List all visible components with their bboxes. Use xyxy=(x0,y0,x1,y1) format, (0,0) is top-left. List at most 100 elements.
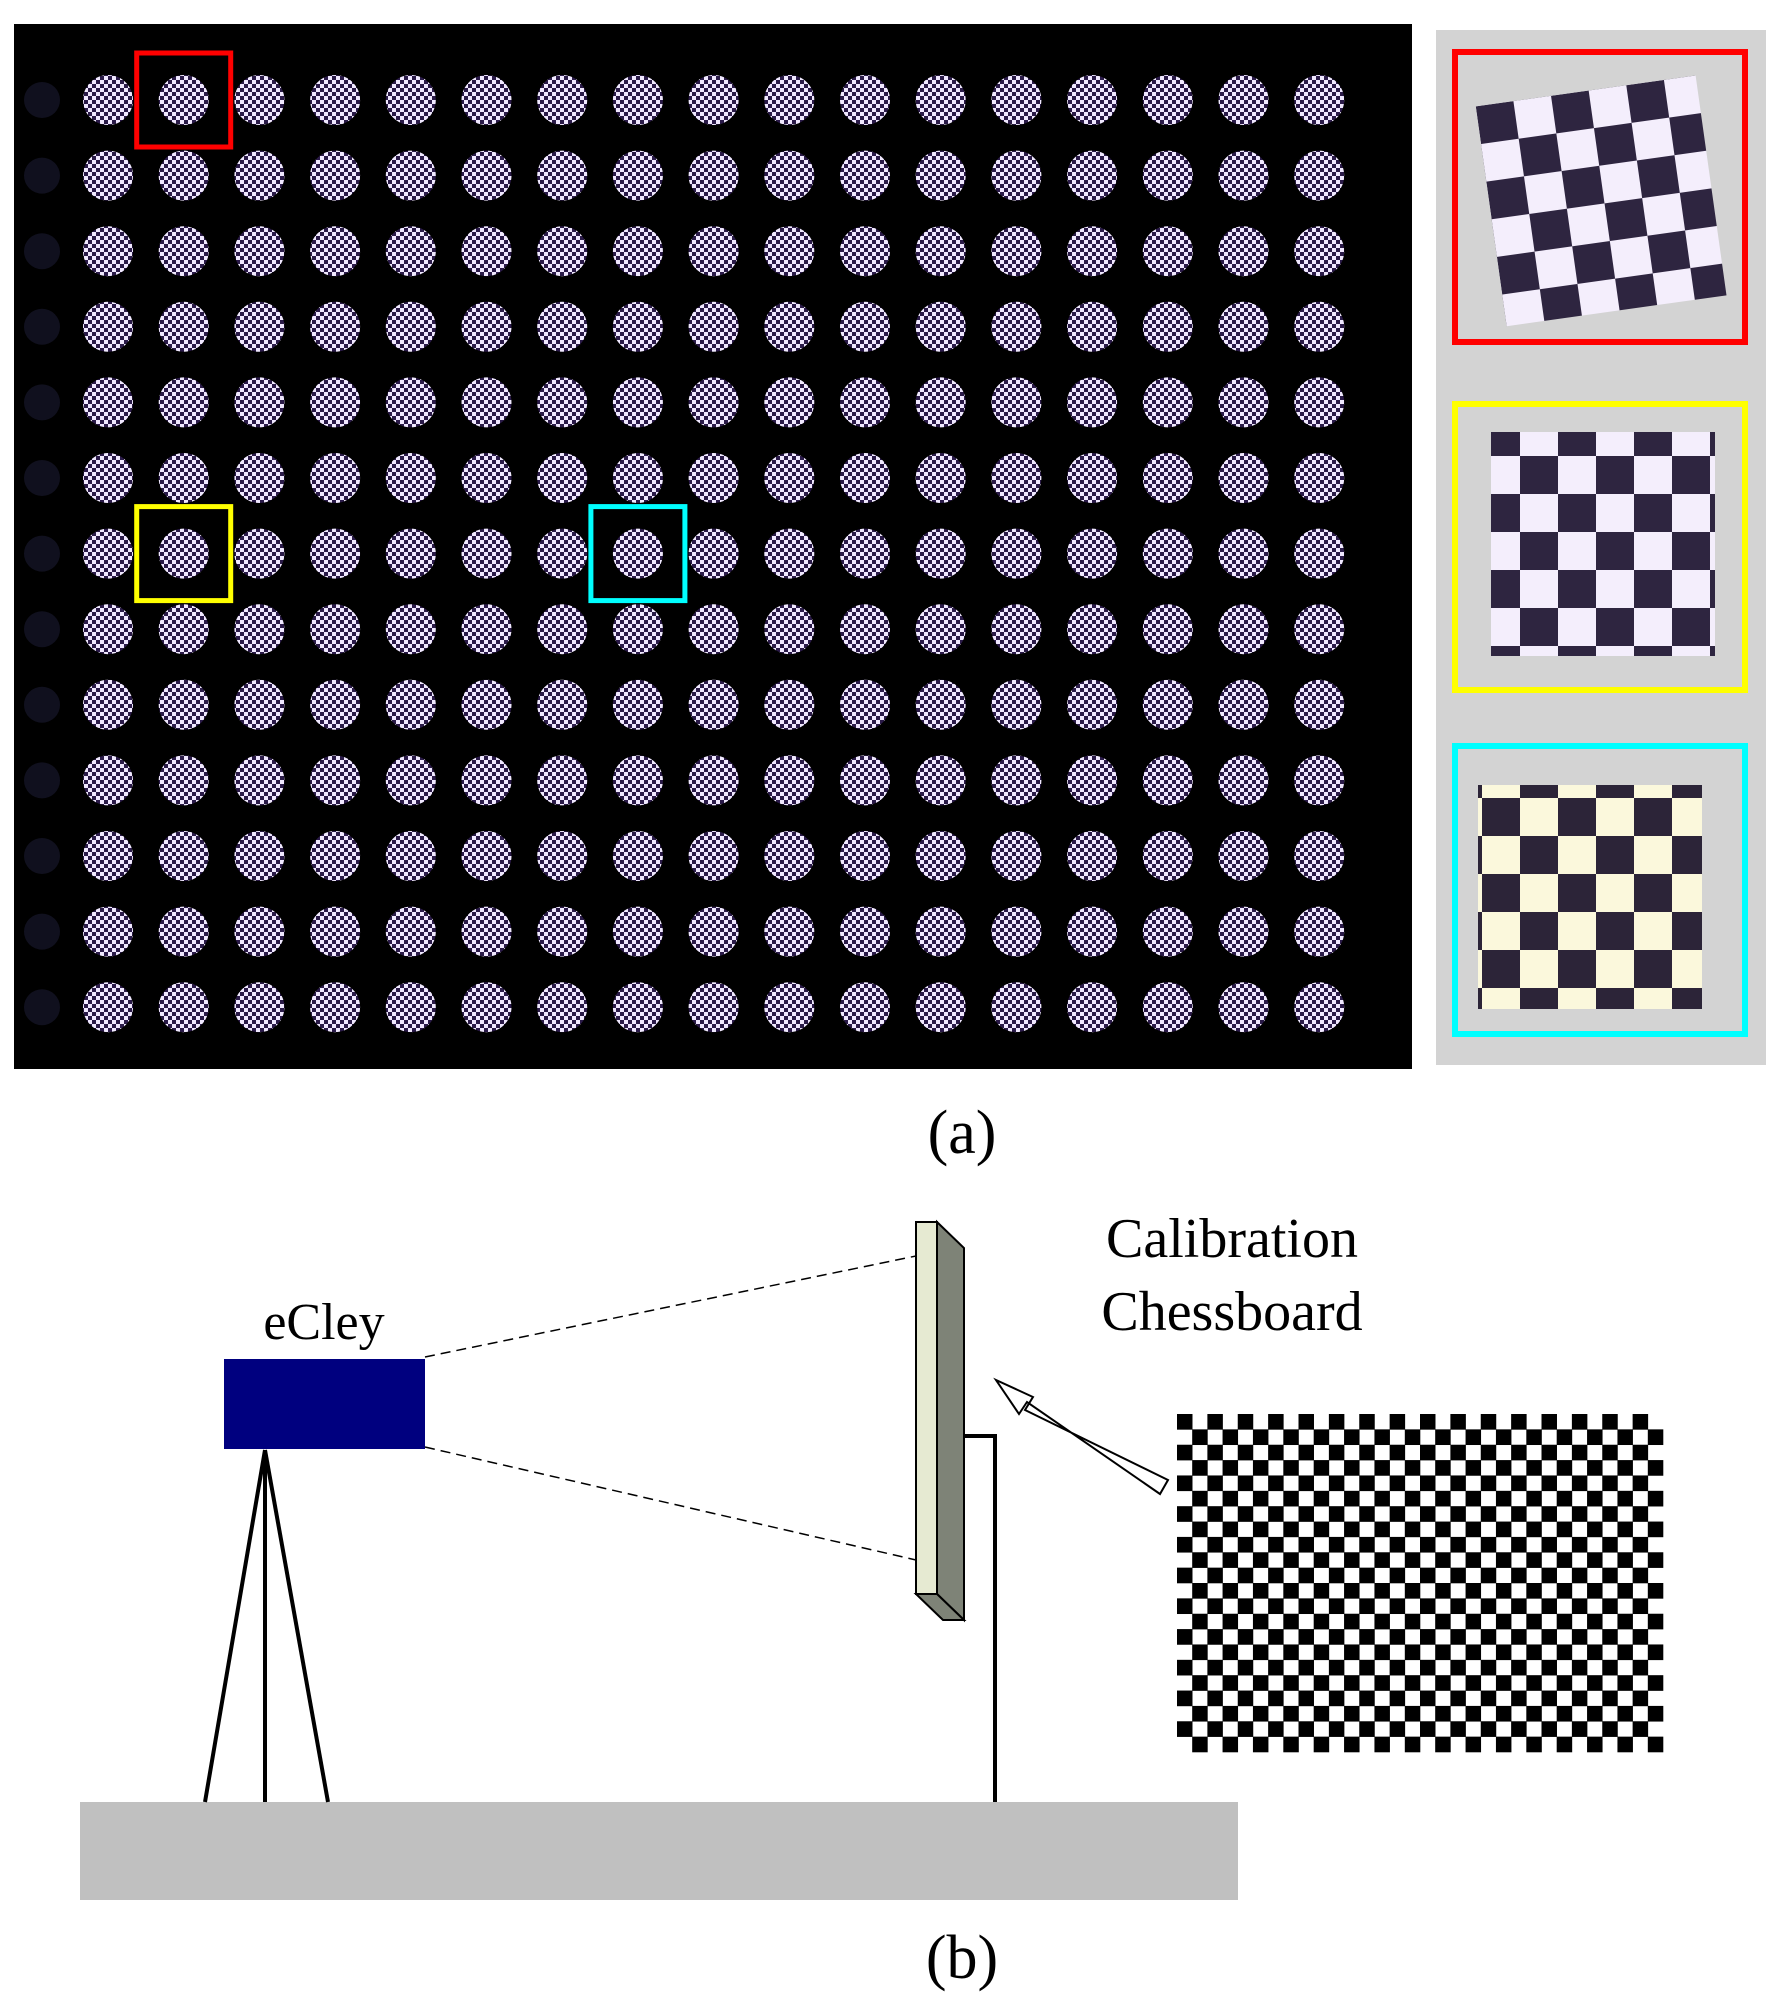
lenslet xyxy=(385,377,436,428)
chessboard-square xyxy=(1435,1736,1451,1753)
lenslet xyxy=(461,301,512,352)
lenslet xyxy=(537,831,588,881)
chessboard-square xyxy=(1374,1613,1390,1630)
lenslet xyxy=(1067,377,1118,428)
chessboard-square xyxy=(1526,1521,1542,1538)
lenslet xyxy=(688,831,739,881)
chessboard-square xyxy=(1420,1414,1436,1430)
lenslet xyxy=(612,679,663,730)
chessboard-square xyxy=(1222,1583,1239,1599)
lenslet xyxy=(1142,982,1193,1033)
chessboard-square xyxy=(1207,1659,1223,1676)
chessboard-square xyxy=(1192,1521,1208,1538)
lenslet xyxy=(385,528,436,579)
lenslet xyxy=(1067,604,1118,655)
lenslet xyxy=(234,377,285,428)
lenslet xyxy=(764,906,815,957)
chessboard-square xyxy=(1617,1490,1633,1507)
chessboard-square xyxy=(1207,1414,1223,1430)
chessboard-square xyxy=(1344,1552,1360,1568)
lenslet xyxy=(234,75,285,125)
chessboard-square xyxy=(1192,1583,1208,1599)
lenslet xyxy=(1142,755,1193,806)
lenslet xyxy=(991,906,1042,957)
chessboard-square xyxy=(1495,1583,1512,1599)
lenslet xyxy=(840,831,890,881)
chessboard-square xyxy=(1647,1521,1664,1538)
chessboard-square xyxy=(1526,1736,1542,1753)
chessboard-square xyxy=(1283,1521,1299,1538)
lenslet xyxy=(612,604,663,655)
chessboard-square xyxy=(1556,1552,1573,1568)
chessboard-square xyxy=(1252,1521,1269,1538)
lenslet xyxy=(158,226,209,277)
lenslet xyxy=(310,301,361,352)
lenslet xyxy=(1294,75,1345,125)
chessboard-square xyxy=(1268,1475,1284,1492)
chessboard-square xyxy=(1647,1552,1664,1568)
lenslet xyxy=(537,906,588,957)
lenslet-edge xyxy=(24,838,60,874)
chessboard-square xyxy=(1435,1521,1451,1538)
lenslet xyxy=(840,226,890,277)
lenslet xyxy=(1142,679,1193,730)
lenslet xyxy=(991,453,1042,503)
lenslet-edge xyxy=(24,611,60,648)
chessboard-square xyxy=(1389,1721,1406,1737)
caption-a: (a) xyxy=(928,1099,997,1167)
chessboard-square xyxy=(1404,1552,1421,1568)
chessboard-square xyxy=(1526,1552,1542,1568)
chessboard-square xyxy=(1313,1675,1330,1691)
chessboard-square xyxy=(1647,1429,1664,1446)
lenslet xyxy=(764,755,815,806)
chessboard-square xyxy=(1420,1444,1436,1461)
lenslet xyxy=(234,755,285,806)
lenslet xyxy=(1067,906,1118,957)
chessboard-square xyxy=(1617,1583,1633,1599)
chessboard-square xyxy=(1328,1659,1345,1676)
chessboard-square xyxy=(1480,1414,1497,1430)
lenslet xyxy=(688,301,739,352)
chessboard-square xyxy=(1313,1583,1330,1599)
chessboard-square xyxy=(1511,1659,1527,1676)
chessboard-square xyxy=(1587,1429,1603,1446)
chessboard-square xyxy=(1192,1460,1208,1476)
chessboard-square xyxy=(1571,1536,1588,1553)
caption-b: (b) xyxy=(926,1924,998,1992)
chessboard-square xyxy=(1237,1690,1254,1707)
lenslet xyxy=(385,831,436,881)
zoom-inset-red xyxy=(1452,49,1748,345)
chessboard-square xyxy=(1617,1613,1633,1630)
lenslet xyxy=(1142,226,1193,277)
chessboard-square xyxy=(1541,1444,1557,1461)
chessboard-square xyxy=(1465,1736,1482,1753)
chessboard-square xyxy=(1359,1659,1375,1676)
chessboard-square xyxy=(1222,1675,1239,1691)
chessboard-square xyxy=(1177,1536,1193,1553)
chessboard-square xyxy=(1207,1721,1223,1737)
chessboard-square xyxy=(1192,1705,1208,1722)
chessboard-square xyxy=(1511,1598,1527,1615)
lenslet xyxy=(1218,226,1269,277)
chessboard-square xyxy=(1389,1444,1406,1461)
chessboard-square xyxy=(1647,1583,1664,1599)
chessboard-square xyxy=(1632,1567,1649,1584)
chessboard-square xyxy=(1526,1644,1542,1661)
chessboard-square xyxy=(1571,1506,1588,1522)
chessboard-square xyxy=(1283,1705,1299,1722)
camera-label: eCley xyxy=(263,1294,384,1351)
chessboard-square xyxy=(1222,1490,1239,1507)
lenslet xyxy=(158,150,209,201)
chessboard-square xyxy=(1465,1460,1482,1476)
board-side-face xyxy=(936,1219,965,1623)
lenslet xyxy=(612,301,663,352)
chessboard-square xyxy=(1237,1721,1254,1737)
lenslet xyxy=(612,150,663,201)
chessboard-square xyxy=(1374,1644,1390,1661)
chessboard-square xyxy=(1450,1475,1466,1492)
chessboard-square xyxy=(1587,1613,1603,1630)
lenslet xyxy=(310,150,361,201)
lenslet xyxy=(158,377,209,428)
highlight-box-red xyxy=(134,50,234,150)
chessboard-square xyxy=(1420,1536,1436,1553)
